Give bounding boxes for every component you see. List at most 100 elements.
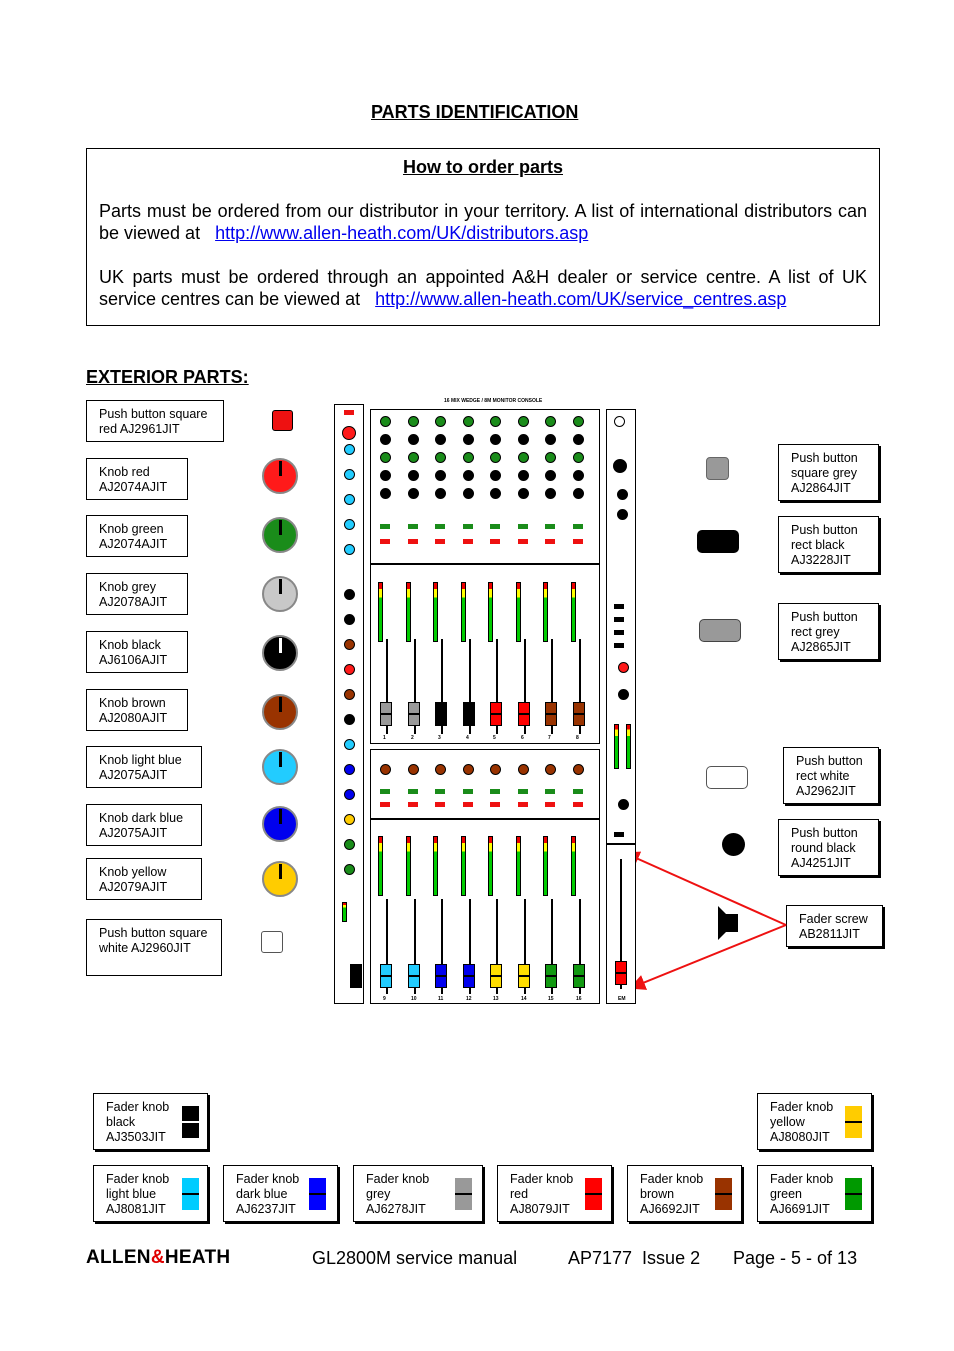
part-label-knob-black: Knob black AJ6106AJIT [86, 631, 188, 673]
channel-number: 15 [548, 996, 554, 1002]
fader-knob-grey-text: Fader knob grey AJ6278JIT [366, 1172, 430, 1216]
channel-fader-knob [463, 964, 475, 988]
how-to-order-box: How to order parts Parts must be ordered… [86, 148, 880, 326]
left-strip-knob [344, 469, 355, 480]
channel-knob [380, 470, 391, 481]
fader-knob-light-blue-text: Fader knob light blue AJ8081JIT [106, 1172, 170, 1216]
channel-button [380, 524, 390, 529]
part-label-push-button-round-black: Push button round black AJ4251JIT [778, 819, 879, 876]
left-strip-knob [344, 544, 355, 555]
master-knob [618, 799, 629, 810]
knob-dark-blue-icon [262, 806, 298, 842]
channel-fader-knob [573, 702, 585, 726]
service-centres-text: UK parts must be ordered through an appo… [99, 267, 867, 309]
channel-knob [490, 416, 501, 427]
master-meter-left [614, 724, 619, 769]
channel-knob [435, 488, 446, 499]
left-strip-knob [344, 494, 355, 505]
mixer-console-diagram: 16 MIX WEDGE / 8M MONITOR CONSOLE [334, 398, 636, 1004]
channel-button [573, 789, 583, 794]
channel-knob [463, 434, 474, 445]
left-strip-knob [344, 639, 355, 650]
channel-fader-knob [463, 702, 475, 726]
page-title: PARTS IDENTIFICATION [371, 102, 579, 122]
left-strip-knob [344, 789, 355, 800]
part-label-knob-light-blue: Knob light blue AJ2075AJIT [86, 746, 202, 788]
channel-knob [463, 488, 474, 499]
channel-fader-track [469, 639, 471, 734]
channel-fader-knob [490, 702, 502, 726]
channel-button [408, 539, 418, 544]
channel-knob [518, 470, 529, 481]
channel-knob [435, 434, 446, 445]
channel-fader-knob [408, 964, 420, 988]
channel-button [463, 789, 473, 794]
channel-fader-track [414, 639, 416, 734]
distributors-paragraph: Parts must be ordered from our distribut… [99, 200, 867, 244]
fader-knob-grey-icon [455, 1178, 472, 1210]
left-strip-knob [344, 664, 355, 675]
channel-number: 9 [383, 996, 386, 1002]
left-strip-knob [344, 764, 355, 775]
channel-knob [408, 434, 419, 445]
channel-button [518, 789, 528, 794]
brand-heath: HEATH [164, 1247, 231, 1268]
channel-knob [518, 452, 529, 463]
channel-knob [463, 416, 474, 427]
channel-fader-track [524, 639, 526, 734]
push-button-round-black-icon [722, 833, 745, 856]
channel-knob [545, 470, 556, 481]
left-strip-knob [344, 444, 355, 455]
distributors-link[interactable]: http://www.allen-heath.com/UK/distributo… [215, 223, 589, 243]
channel-button [490, 539, 500, 544]
mixer-top-faders [370, 564, 600, 744]
channel-button [518, 802, 528, 807]
channel-knob [490, 488, 501, 499]
left-strip-knob [344, 519, 355, 530]
channel-knob [463, 452, 474, 463]
channel-number: 3 [438, 735, 441, 741]
channel-knob [380, 488, 391, 499]
channel-button [463, 524, 473, 529]
channel-fader-knob [408, 702, 420, 726]
master-knob [613, 459, 627, 473]
channel-fader-track [414, 899, 416, 994]
fader-screw-icon [718, 906, 738, 940]
channel-button [435, 789, 445, 794]
channel-number: 10 [411, 996, 417, 1002]
channel-fader-track [496, 899, 498, 994]
channel-number: 14 [521, 996, 527, 1002]
master-button [614, 832, 624, 837]
fader-knob-black-text: Fader knob black AJ3503JIT [106, 1100, 170, 1144]
part-label-knob-red: Knob red AJ2074AJIT [86, 458, 188, 500]
channel-meter [488, 836, 493, 896]
part-label-fader-screw: Fader screw AB2811JIT [786, 905, 883, 947]
push-button-square-grey-icon [706, 457, 729, 480]
channel-knob [518, 434, 529, 445]
push-button-square-white-icon [261, 931, 283, 953]
knob-yellow-icon [262, 861, 298, 897]
channel-button [573, 802, 583, 807]
channel-knob [518, 416, 529, 427]
master-button [614, 643, 624, 648]
channel-button [490, 524, 500, 529]
channel-knob [463, 470, 474, 481]
part-label-fader-knob-black: Fader knob black AJ3503JIT [93, 1093, 208, 1150]
channel-button [545, 789, 555, 794]
channel-knob [408, 488, 419, 499]
channel-meter [378, 582, 383, 642]
channel-knob [573, 764, 584, 775]
push-button-rect-black-icon [697, 530, 739, 553]
footer-page-number: Page - 5 - of 13 [733, 1248, 858, 1268]
left-strip-knob [344, 739, 355, 750]
channel-meter [571, 582, 576, 642]
master-fader-track [620, 859, 622, 989]
fader-knob-dark-blue-text: Fader knob dark blue AJ6237JIT [236, 1172, 300, 1216]
channel-knob [490, 434, 501, 445]
service-centres-link[interactable]: http://www.allen-heath.com/UK/service_ce… [375, 289, 787, 309]
fader-knob-light-blue-icon [182, 1178, 199, 1210]
channel-fader-knob [380, 702, 392, 726]
channel-button [463, 802, 473, 807]
channel-button [408, 802, 418, 807]
channel-knob [435, 452, 446, 463]
